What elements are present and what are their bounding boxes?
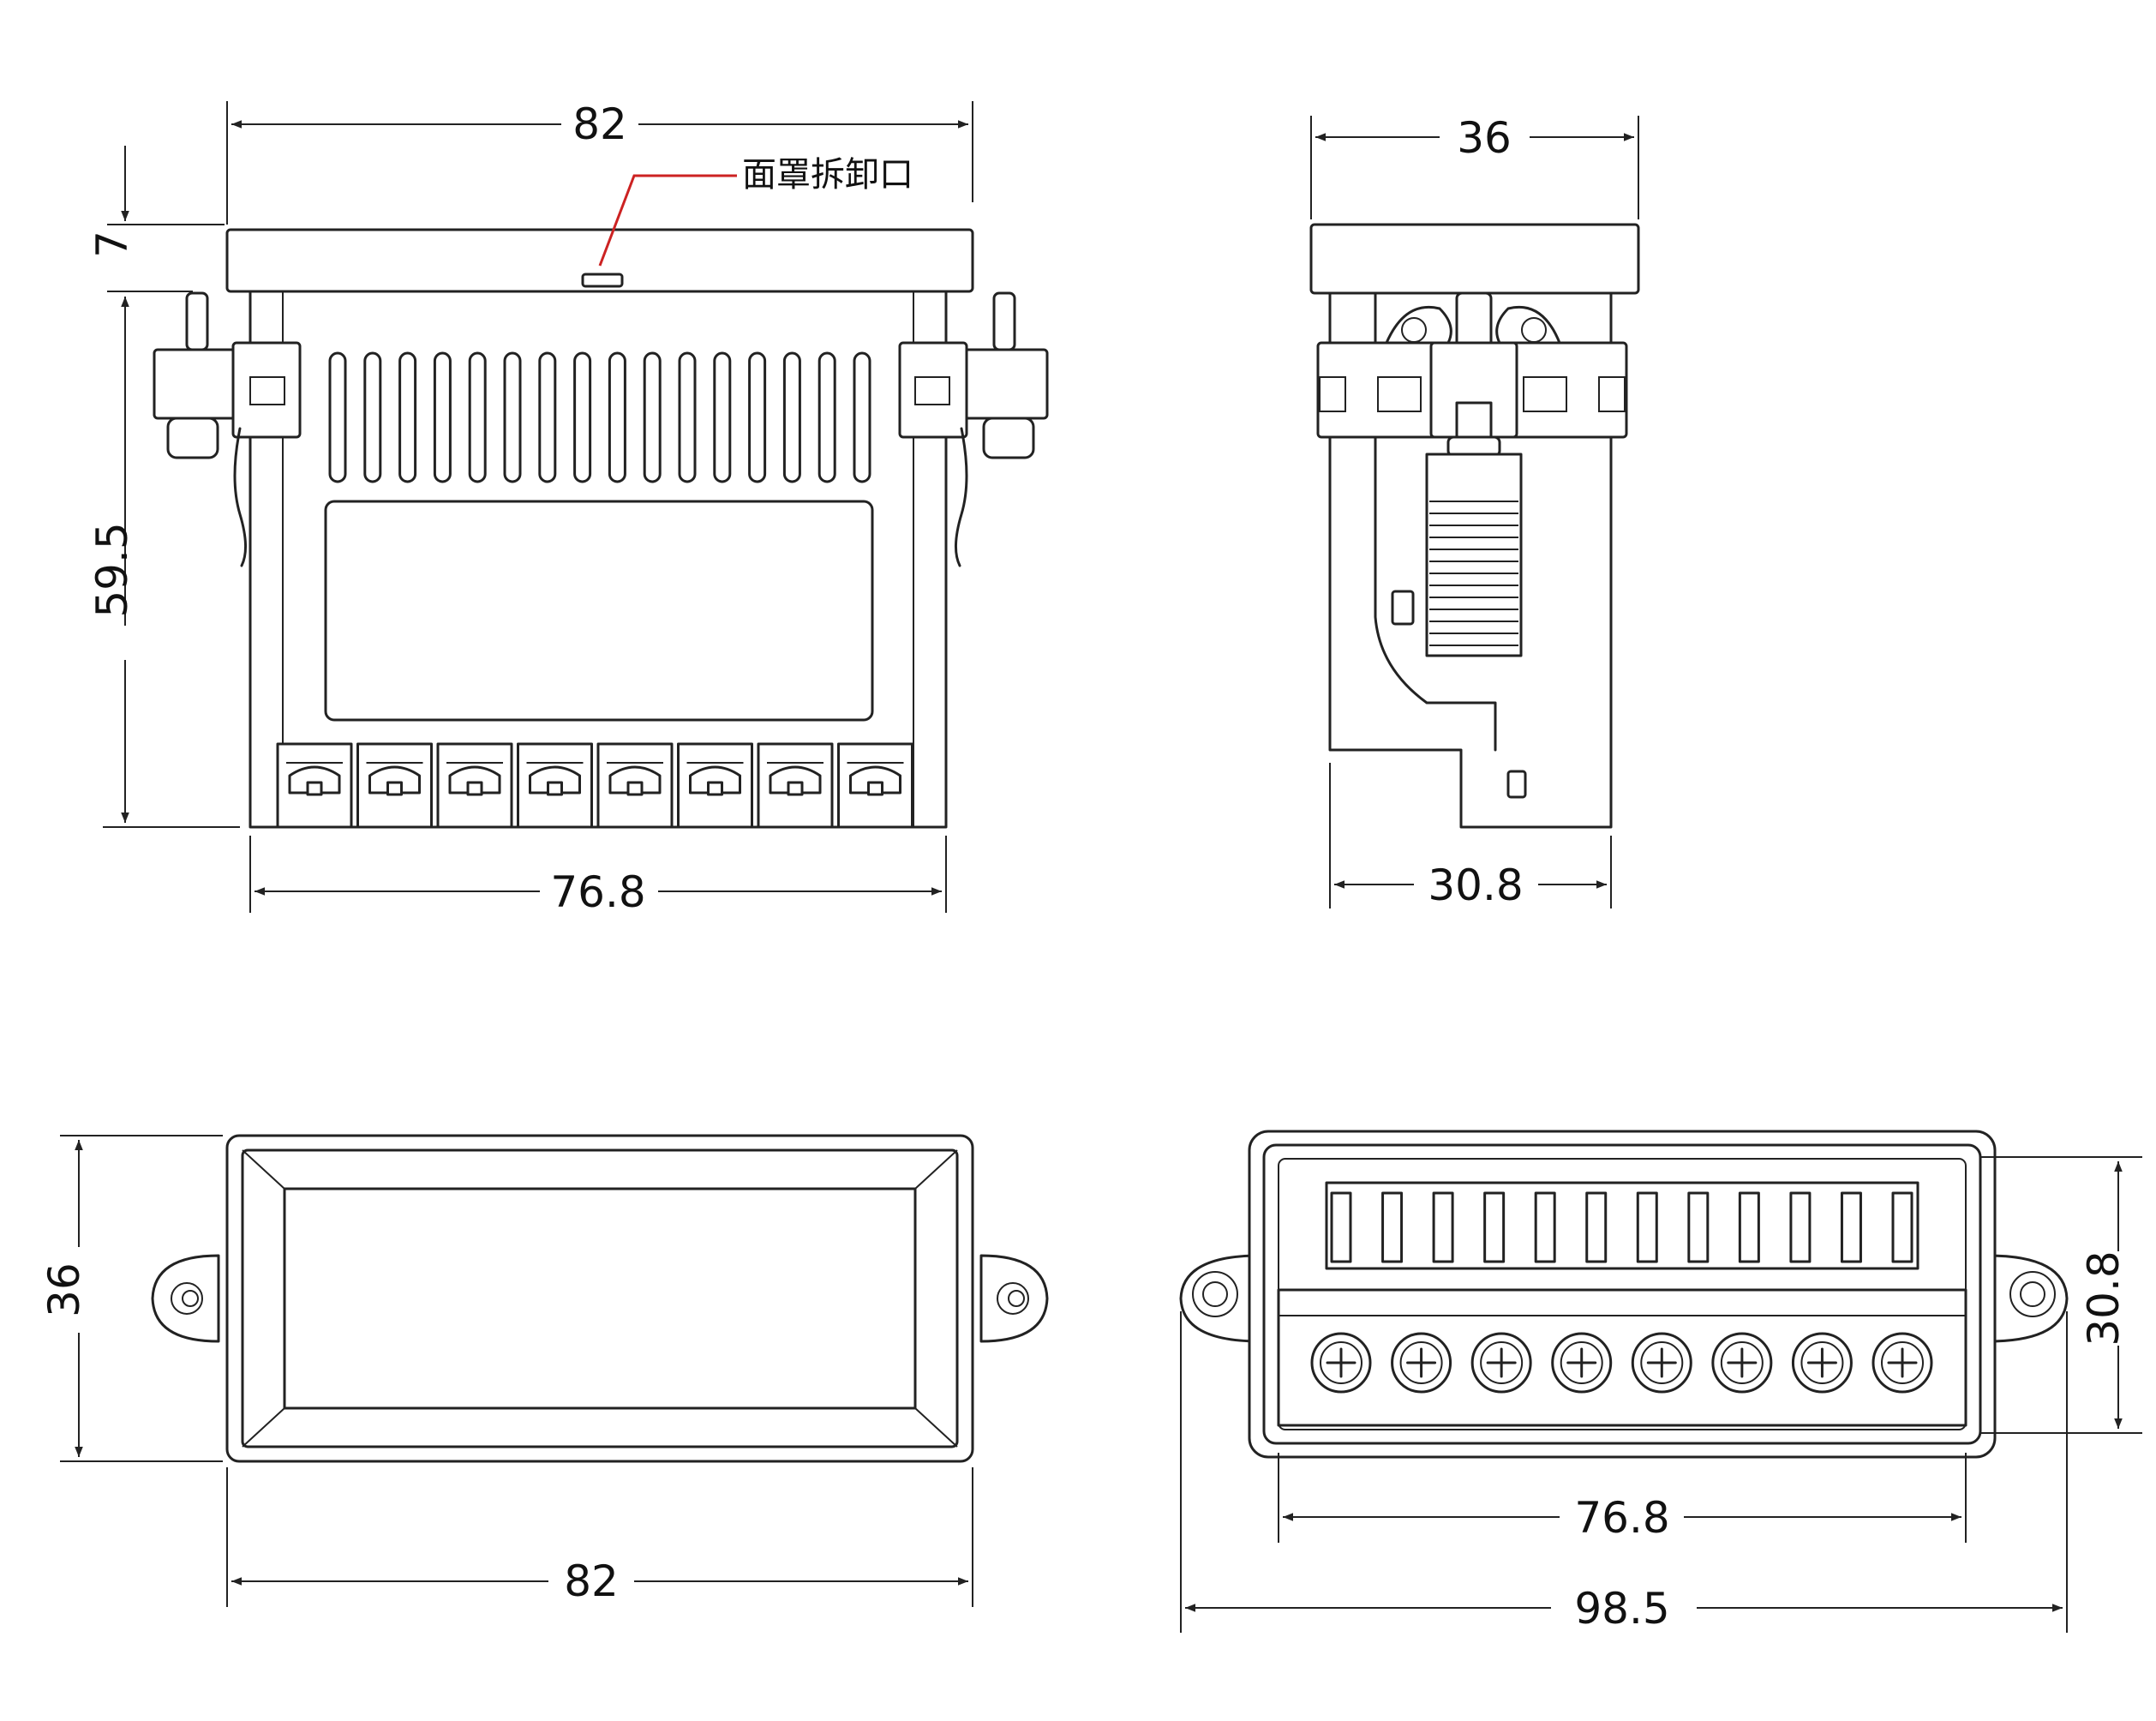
rear-vent-rib [1330, 1191, 1352, 1263]
terminal-screw-head [1640, 1341, 1684, 1384]
dim-front-face-height: 7 [87, 231, 137, 258]
terminal-screw-head [1560, 1341, 1603, 1384]
terminal-slot [386, 781, 403, 796]
side-view [1309, 223, 1640, 829]
rear-vent-rib [1789, 1191, 1812, 1263]
terminal-slot [626, 781, 644, 796]
vent-slots [328, 351, 871, 483]
vent-slot [678, 351, 697, 483]
terminal-clamp [529, 765, 581, 795]
rear-vent-rib [1483, 1191, 1506, 1263]
terminal-screw-head [1480, 1341, 1524, 1384]
terminal-screw-head [1800, 1341, 1844, 1384]
screw-slot [1486, 1347, 1517, 1378]
dim-rear-height: 30.8 [2079, 1250, 2129, 1346]
release-notch-leader [598, 174, 737, 267]
terminal-slot [306, 781, 323, 796]
vent-slot [817, 351, 836, 483]
panel-view [151, 1134, 1049, 1463]
dim-front-width-top: 82 [572, 99, 627, 149]
terminal-clamp [608, 765, 662, 795]
screw-slot [1646, 1347, 1677, 1378]
terminal-slot [787, 781, 804, 796]
terminal-clamp [368, 765, 421, 795]
terminal-screws [1310, 1332, 1933, 1394]
dim-rear-width-outer: 98.5 [1574, 1584, 1669, 1634]
screw-slot [1406, 1347, 1437, 1378]
rear-vent-rib [1534, 1191, 1556, 1263]
terminal-screw-head [1320, 1341, 1362, 1384]
dim-side-width-top: 36 [1457, 113, 1512, 163]
vent-slot [433, 351, 452, 483]
dim-panel-width: 82 [564, 1556, 619, 1606]
vent-slot [468, 351, 487, 483]
vent-slot [608, 351, 626, 483]
dim-front-width-bottom: 76.8 [550, 867, 645, 917]
side-grip-ribs [1429, 501, 1518, 646]
front-view [153, 228, 1049, 829]
vent-slot [713, 351, 732, 483]
terminal-clamp [849, 765, 901, 795]
terminal-slot [547, 781, 563, 796]
rear-vent-rib [1585, 1191, 1608, 1263]
rear-vent-rib [1381, 1191, 1404, 1263]
rear-vent-rib [1636, 1191, 1658, 1263]
vent-slot [503, 351, 522, 483]
terminal-block [276, 742, 913, 829]
dim-front-body-height: 59.5 [87, 522, 137, 617]
side-view-dimensions: 36 30.8 [1310, 113, 1639, 910]
dim-side-width-bottom: 30.8 [1428, 860, 1523, 910]
terminal-slot [867, 781, 883, 796]
release-notch-note: 面罩拆卸口 [742, 155, 913, 195]
rear-vent-rib [1840, 1191, 1862, 1263]
screw-slot [1326, 1347, 1356, 1378]
screw-slot [1887, 1347, 1918, 1378]
vent-slot [538, 351, 557, 483]
vent-slot [363, 351, 382, 483]
screw-slot [1566, 1347, 1597, 1378]
vent-slot [748, 351, 767, 483]
screw-slot [1727, 1347, 1758, 1378]
terminal-clamp [689, 765, 741, 795]
left-mounting-clip [153, 291, 302, 567]
terminal-clamp [769, 765, 822, 795]
vent-slot [643, 351, 662, 483]
front-view-dimensions: 82 7 59.5 76.8 面罩拆卸口 [87, 99, 973, 917]
rear-vent-rib [1687, 1191, 1710, 1263]
rear-vent-ribs [1330, 1191, 1913, 1263]
screw-slot [1806, 1347, 1837, 1378]
terminal-clamp [448, 765, 501, 795]
dim-panel-height: 36 [39, 1262, 89, 1317]
terminal-clamp [288, 765, 341, 795]
terminal-slot [466, 781, 483, 796]
rear-vent-rib [1432, 1191, 1454, 1263]
vent-slot [328, 351, 347, 483]
rear-view-dimensions: 30.8 76.8 98.5 [1180, 1156, 2142, 1634]
vent-slot [853, 351, 871, 483]
vent-slot [573, 351, 592, 483]
vent-slot [782, 351, 801, 483]
vent-slot [398, 351, 417, 483]
terminal-slot [707, 781, 723, 796]
rear-vent-rib [1738, 1191, 1760, 1263]
right-mounting-clip [898, 291, 1049, 567]
dim-rear-width-inner: 76.8 [1574, 1493, 1669, 1543]
terminal-screw-head [1881, 1341, 1924, 1384]
panel-view-dimensions: 36 82 [39, 1135, 973, 1607]
rear-view [1179, 1130, 2069, 1459]
rear-vent-rib [1891, 1191, 1913, 1263]
terminal-screw-head [1399, 1341, 1443, 1384]
terminal-screw-head [1720, 1341, 1764, 1384]
